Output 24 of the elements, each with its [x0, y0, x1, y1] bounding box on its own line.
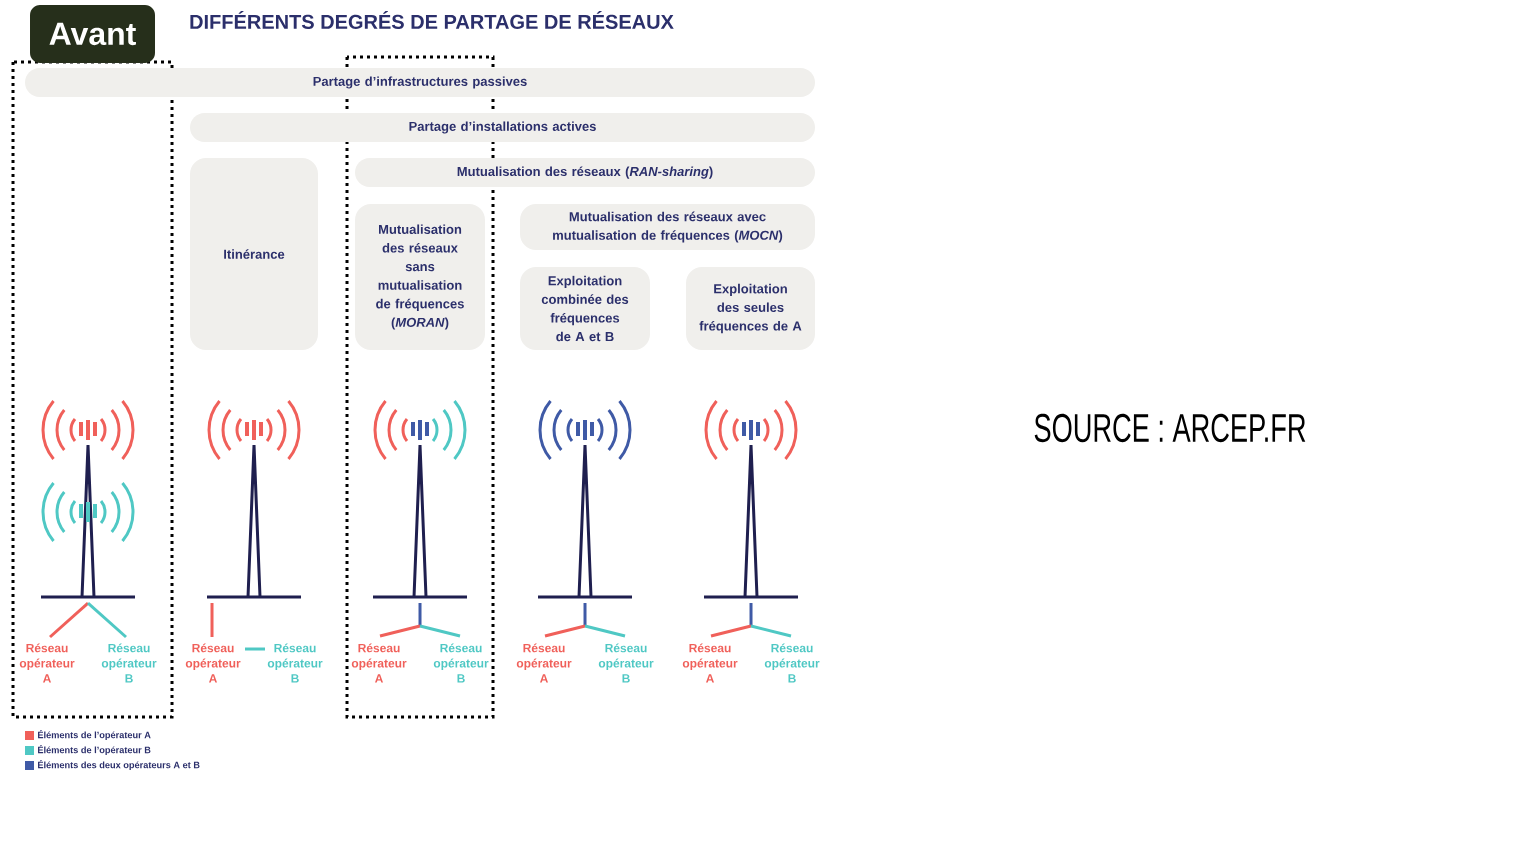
- category-band: Exploitation combinée des fréquences de A et B: [520, 267, 650, 350]
- network-label: Réseau opérateur A: [351, 643, 407, 683]
- network-label: Réseau opérateur B: [598, 643, 654, 683]
- title: DIFFÉRENTS DEGRÉS DE PARTAGE DE RÉSEAUX: [190, 11, 674, 29]
- network-label: Réseau opérateur B: [267, 643, 323, 683]
- legend-text: Éléments de l’opérateur B: [38, 745, 151, 756]
- network-label: Réseau opérateur B: [764, 643, 820, 683]
- network-label: Réseau opérateur A: [682, 643, 738, 683]
- category-band: Exploitation des seules fréquences de A: [686, 267, 815, 350]
- category-band: Mutualisation des réseaux (RAN-sharing): [355, 158, 815, 187]
- category-band: Partage d’installations actives: [190, 113, 815, 142]
- network-label: Réseau opérateur B: [101, 643, 157, 683]
- network-label: Réseau opérateur A: [19, 643, 75, 683]
- network-label: Réseau opérateur A: [185, 643, 241, 683]
- category-band: Mutualisation des réseaux sans mutualisation de fréquences (MORAN): [355, 204, 485, 350]
- legend-text: Éléments de l’opérateur A: [38, 730, 151, 741]
- category-band: Itinérance: [190, 158, 318, 350]
- network-label: Réseau opérateur A: [516, 643, 572, 683]
- header-badge: Avant: [30, 5, 155, 63]
- category-band: Partage d’infrastructures passives: [25, 68, 815, 97]
- legend-text: Éléments des deux opérateurs A et B: [38, 760, 200, 771]
- source-note: SOURCE : ARCEP.FR: [1034, 413, 1306, 443]
- network-label: Réseau opérateur B: [433, 643, 489, 683]
- category-band: Mutualisation des réseaux avec mutualisation de fréquences (MOCN): [520, 204, 815, 250]
